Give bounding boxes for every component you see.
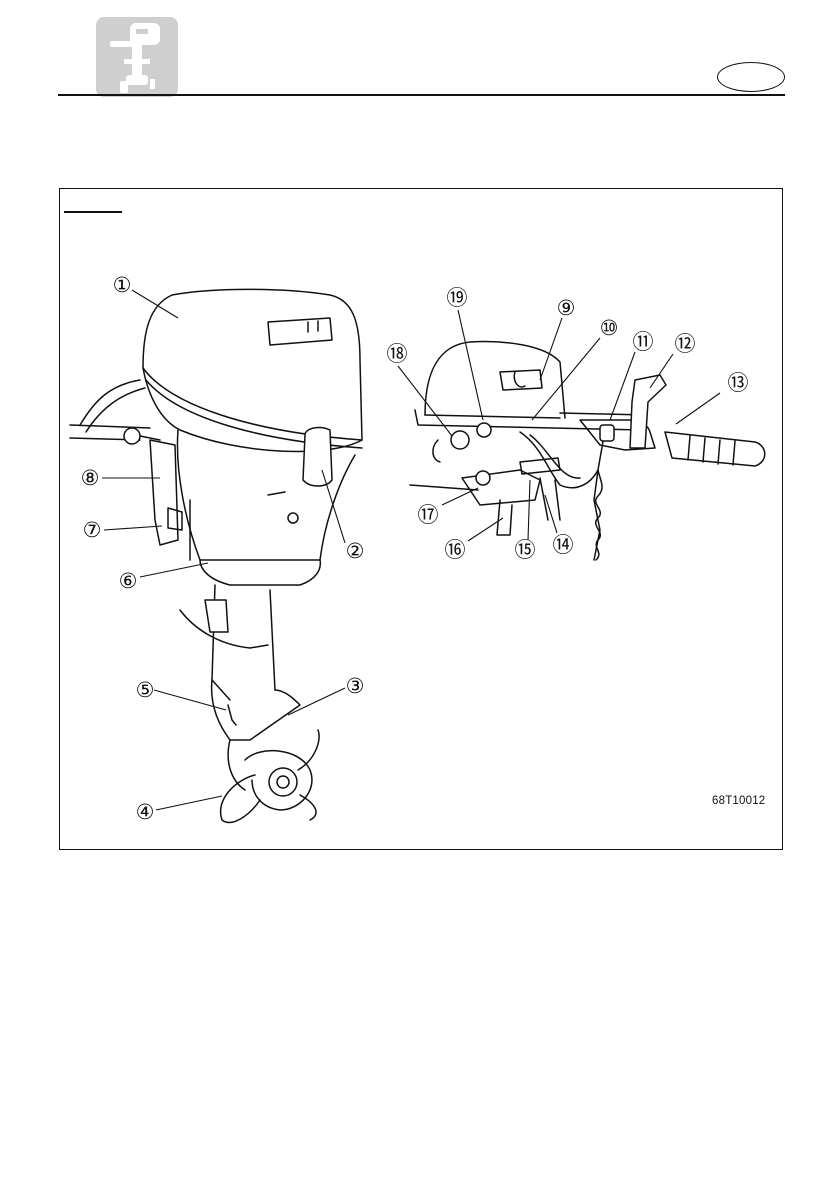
callout-19: ⑲	[447, 286, 468, 310]
callout-9: ⑨	[557, 296, 576, 320]
leader-5	[154, 690, 226, 710]
callout-5: ⑤	[136, 678, 155, 702]
callout-18: ⑱	[387, 342, 408, 366]
callout-4: ④	[136, 800, 155, 824]
callout-7: ⑦	[83, 518, 102, 542]
callout-12: ⑫	[675, 332, 696, 356]
leader-4	[156, 796, 222, 810]
leader-17	[442, 488, 478, 505]
leader-9	[540, 318, 562, 380]
callout-2: ②	[346, 539, 365, 563]
callout-13: ⑬	[728, 371, 749, 395]
callout-17: ⑰	[418, 503, 439, 527]
callout-11: ⑪	[633, 330, 654, 354]
callout-16: ⑯	[445, 538, 466, 562]
leader-7	[104, 526, 162, 530]
callout-10: ⑩	[600, 316, 619, 340]
callout-15: ⑮	[515, 538, 536, 562]
leader-6	[140, 563, 208, 577]
callout-6: ⑥	[119, 569, 138, 593]
callout-14: ⑭	[553, 533, 574, 557]
leader-19	[458, 310, 483, 420]
figure-code: 68T10012	[712, 795, 765, 807]
leader-13	[676, 393, 720, 424]
callout-1: ①	[113, 273, 132, 297]
callout-8: ⑧	[81, 466, 100, 490]
callout-3: ③	[346, 674, 365, 698]
